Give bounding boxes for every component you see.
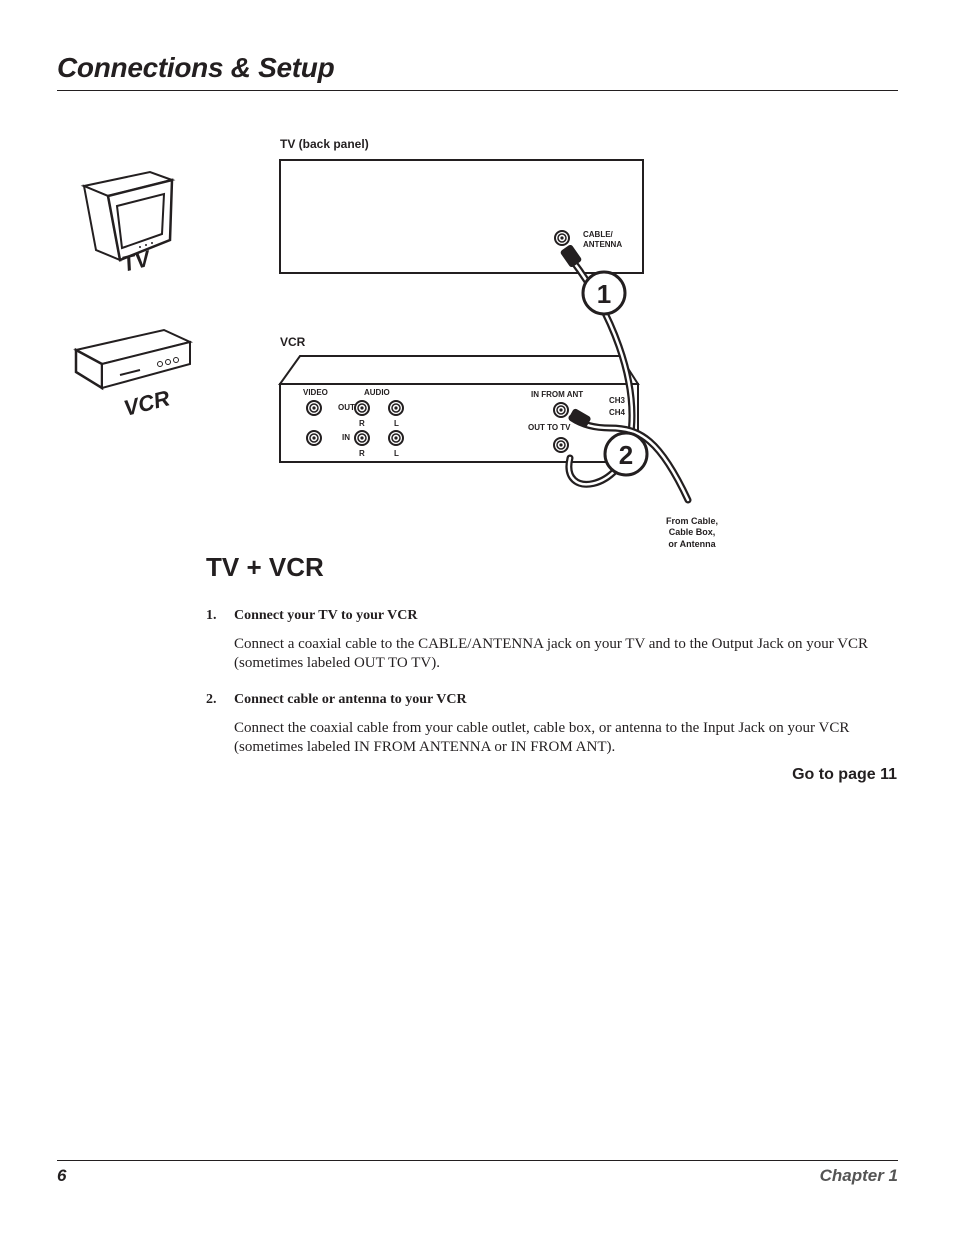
vcr-video-out-jack <box>306 400 322 416</box>
step-2-heading-text: Connect cable or antenna to your VCR <box>234 692 467 707</box>
vcr-audio-in-r-jack <box>354 430 370 446</box>
vcr-out-to-tv-jack <box>553 437 569 453</box>
step-2-body: Connect the coaxial cable from your cabl… <box>234 720 850 755</box>
vcr-in-l-label: L <box>394 449 399 458</box>
vcr-icon-label: VCR <box>121 385 172 421</box>
tv-icon <box>80 170 176 262</box>
source-label-1: From Cable, <box>666 516 718 526</box>
vcr-audio-out-r-jack <box>354 400 370 416</box>
step-2-heading: 2. Connect cable or antenna to your VCR <box>206 692 467 708</box>
section-title: TV + VCR <box>206 552 324 582</box>
footer-page-number: 6 <box>57 1166 67 1185</box>
callout-2-badge: 2 <box>603 431 649 477</box>
vcr-ch3-label: CH3 <box>609 396 626 405</box>
callout-2-text: 2 <box>619 440 633 470</box>
step-1-heading: 1. Connect your TV to your VCR <box>206 608 417 624</box>
page-header: Connections & Setup <box>57 50 898 91</box>
tv-back-panel <box>279 159 644 274</box>
source-label-2: Cable Box, <box>669 527 716 537</box>
tv-panel-label: TV (back panel) <box>280 137 369 151</box>
vcr-audio-in-l-jack <box>388 430 404 446</box>
step-1-number: 1. <box>206 608 217 623</box>
page-footer: 6 Chapter 1 <box>57 1160 898 1185</box>
vcr-out-l-label: L <box>394 419 399 428</box>
vcr-top <box>278 355 640 385</box>
cable-2 <box>568 408 692 504</box>
tv-jack-label-2: ANTENNA <box>583 240 622 249</box>
vcr-icon <box>73 328 193 391</box>
source-label-3: or Antenna <box>668 539 716 549</box>
vcr-video-in-jack <box>306 430 322 446</box>
step-1-heading-text: Connect your TV to your VCR <box>234 608 418 623</box>
vcr-out-to-tv-label: OUT TO TV <box>528 423 571 432</box>
footer-chapter: Chapter 1 <box>819 1166 898 1185</box>
vcr-audio-label: AUDIO <box>364 388 390 397</box>
callout-1-text: 1 <box>597 279 611 309</box>
vcr-out-r-label: R <box>359 419 365 428</box>
vcr-ch4-label: CH4 <box>609 408 626 417</box>
vcr-video-label: VIDEO <box>303 388 328 397</box>
vcr-in-from-ant-label: IN FROM ANT <box>531 390 583 399</box>
vcr-audio-out-l-jack <box>388 400 404 416</box>
step-1-body: Connect a coaxial cable to the CABLE/ANT… <box>234 636 869 671</box>
diagram-svg: TV VCR TV (back panel) CABLE/ ANTENNA VC… <box>73 137 718 549</box>
vcr-in-from-ant-jack <box>553 402 569 418</box>
vcr-panel-label: VCR <box>280 335 306 349</box>
goto-link[interactable]: Go to page 11 <box>792 766 897 783</box>
connection-diagram: TV VCR TV (back panel) CABLE/ ANTENNA VC… <box>0 110 954 560</box>
vcr-in-label: IN <box>342 433 350 442</box>
tv-jack-label-1: CABLE/ <box>583 230 614 239</box>
vcr-out-label: OUT <box>338 403 355 412</box>
step-2-number: 2. <box>206 692 217 707</box>
tv-cable-antenna-jack <box>554 230 570 246</box>
callout-1-badge: 1 <box>581 270 627 316</box>
vcr-in-r-label: R <box>359 449 365 458</box>
header-title: Connections & Setup <box>57 52 335 83</box>
